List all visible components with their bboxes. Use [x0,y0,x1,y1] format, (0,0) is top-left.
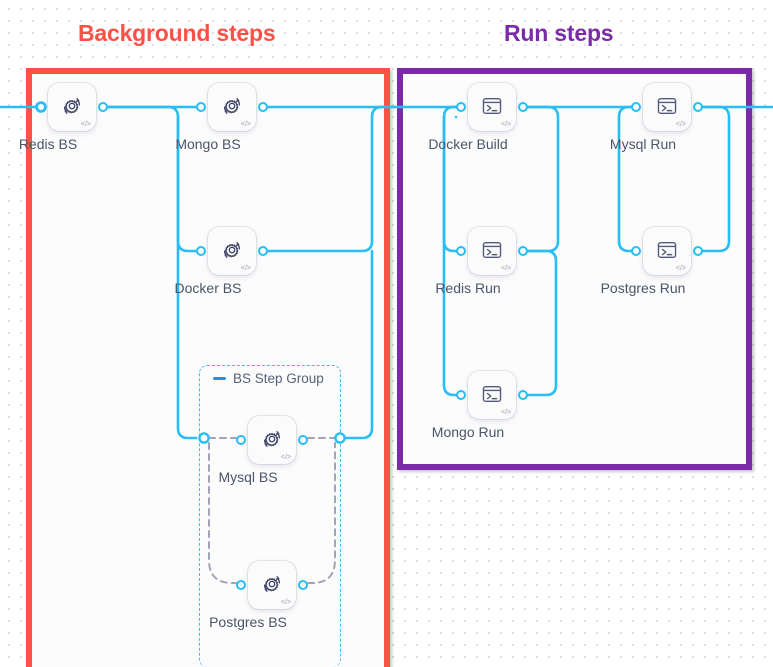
edge-docker-build-in-rail-top [442,105,458,119]
port-mysql-bs-in[interactable] [236,435,246,445]
port-postgres-bs-in[interactable] [236,580,246,590]
code-badge-icon[interactable]: </> [240,265,251,272]
node-label-redis-bs: Redis BS [18,136,78,152]
node-label-postgres-bs: Postgres BS [209,614,287,630]
node-card-docker-bs[interactable]: </> [208,227,256,275]
node-label-redis-run: Redis Run [435,280,501,296]
node-label-docker-build: Docker Build [428,136,508,152]
port-mysql-run-in[interactable] [631,102,641,112]
port-postgres-run-out[interactable] [693,246,703,256]
terminal-icon [479,237,505,263]
edge-redis-run-to-mongo-run [526,249,558,397]
code-badge-icon[interactable]: </> [500,121,511,128]
port-redis-run-in[interactable] [456,246,466,256]
code-badge-icon[interactable]: </> [675,121,686,128]
port-docker-build-in[interactable] [456,102,466,112]
code-badge-icon[interactable]: </> [280,454,291,461]
edge-docker-build-to-redis-run-rail [526,105,560,253]
node-card-mongo-bs[interactable]: </> [208,83,256,131]
gear-sync-icon [219,237,245,263]
node-card-mysql-run[interactable]: </> [643,83,691,131]
terminal-icon [479,381,505,407]
node-card-postgres-bs[interactable]: </> [248,561,296,609]
node-label-mongo-bs: Mongo BS [175,136,241,152]
port-docker-bs-out[interactable] [258,246,268,256]
edge-mysql-run-in-rail-top [617,105,633,119]
node-card-redis-bs[interactable]: </> [48,83,96,131]
terminal-icon [654,93,680,119]
code-badge-icon[interactable]: </> [500,265,511,272]
port-bs-step-group-out[interactable] [334,432,346,444]
edge-mysql-rail-to-postgres-run [617,115,633,253]
group-box-background-steps[interactable] [26,68,390,667]
edge-redis-bs-to-bs-step-group [176,115,198,440]
port-postgres-bs-out[interactable] [298,580,308,590]
edge-left-rail-to-mongo-run [442,115,458,397]
node-label-mongo-run: Mongo Run [431,424,505,440]
port-mongo-run-out[interactable] [518,390,528,400]
port-bs-step-group-in[interactable] [198,432,210,444]
port-docker-bs-in[interactable] [196,246,206,256]
code-badge-icon[interactable]: </> [80,121,91,128]
port-docker-build-out[interactable] [518,102,528,112]
port-redis-bs-out[interactable] [98,102,108,112]
port-redis-bs-in[interactable] [36,102,46,112]
code-badge-icon[interactable]: </> [500,409,511,416]
edge-postgres-bs-to-group-out [307,442,336,584]
port-mysql-bs-out[interactable] [298,435,308,445]
node-label-mysql-bs: Mysql BS [218,469,278,485]
edge-group-in-to-postgres-bs [208,442,237,584]
terminal-icon [654,237,680,263]
bs-step-group-container[interactable] [199,365,341,667]
port-mysql-run-out[interactable] [693,102,703,112]
node-label-mysql-run: Mysql Run [609,136,677,152]
port-mongo-bs-in[interactable] [196,102,206,112]
node-card-docker-build[interactable]: </> [468,83,516,131]
port-redis-run-out[interactable] [518,246,528,256]
code-badge-icon[interactable]: </> [280,599,291,606]
node-card-postgres-run[interactable]: </> [643,227,691,275]
gear-sync-icon [259,426,285,452]
gear-sync-icon [219,93,245,119]
group-title-background-steps: Background steps [78,20,276,46]
node-card-mongo-run[interactable]: </> [468,371,516,419]
node-label-postgres-run: Postgres Run [600,280,686,296]
node-card-redis-run[interactable]: </> [468,227,516,275]
code-badge-icon[interactable]: </> [675,265,686,272]
bs-step-group-header[interactable]: BS Step Group [213,371,324,386]
terminal-icon [479,93,505,119]
node-card-mysql-bs[interactable]: </> [248,416,296,464]
code-badge-icon[interactable]: </> [240,121,251,128]
edge-bs-step-group-to-rail [344,249,374,440]
node-label-docker-bs: Docker BS [174,280,242,296]
port-mongo-bs-out[interactable] [258,102,268,112]
dash-icon[interactable] [213,377,226,380]
edge-docker-bs-to-right-rail [266,105,396,253]
bs-step-group-label: BS Step Group [233,371,324,386]
gear-sync-icon [59,93,85,119]
group-box-run-steps[interactable] [397,68,752,470]
port-mongo-run-in[interactable] [456,390,466,400]
port-postgres-run-in[interactable] [631,246,641,256]
gear-sync-icon [259,571,285,597]
group-title-run-steps: Run steps [504,20,614,46]
